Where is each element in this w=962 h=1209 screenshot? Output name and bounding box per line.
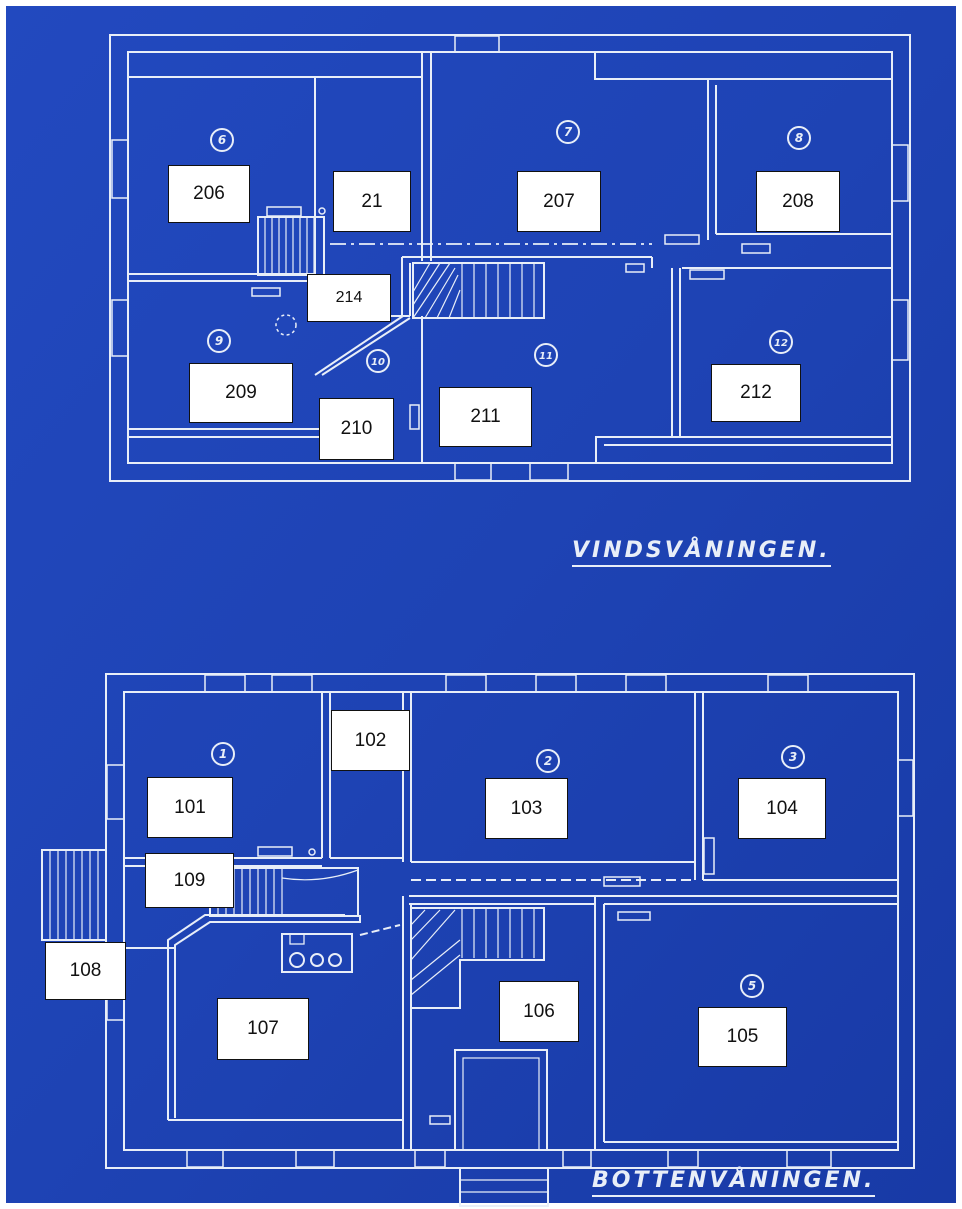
room-label-212: 212 — [711, 364, 801, 422]
room-label-108: 108 — [45, 942, 126, 1000]
room-number-8: 8 — [795, 131, 803, 145]
room-number-11: 11 — [539, 351, 553, 362]
room-label-105: 105 — [698, 1007, 787, 1067]
room-number-markers — [207, 120, 811, 998]
room-label-208: 208 — [756, 171, 840, 232]
room-number-12: 12 — [774, 338, 788, 349]
room-number-6: 6 — [218, 133, 226, 147]
room-label-103: 103 — [485, 778, 568, 839]
room-label-207: 207 — [517, 171, 601, 232]
room-marker-2 — [536, 749, 560, 773]
room-number-10: 10 — [371, 357, 385, 368]
room-label-107: 107 — [217, 998, 309, 1060]
room-label-102: 102 — [331, 710, 410, 771]
room-number-5: 5 — [748, 979, 756, 993]
room-marker-11 — [534, 343, 558, 367]
room-number-2: 2 — [544, 754, 552, 768]
room-label-106: 106 — [499, 981, 579, 1042]
room-marker-3 — [781, 745, 805, 769]
room-number-3: 3 — [789, 750, 797, 764]
room-label-21: 21 — [333, 171, 411, 232]
room-label-206: 206 — [168, 165, 250, 223]
room-number-9: 9 — [215, 334, 223, 348]
room-label-214: 214 — [307, 274, 391, 322]
room-marker-5 — [740, 974, 764, 998]
ground-floor-title: BOTTENVÅNINGEN. — [592, 1168, 876, 1197]
room-marker-1 — [211, 742, 235, 766]
room-label-109: 109 — [145, 853, 234, 908]
upper-floor-title: VINDSVÅNINGEN. — [572, 538, 831, 567]
room-number-7: 7 — [564, 125, 573, 139]
room-marker-12 — [769, 330, 793, 354]
room-number-1: 1 — [219, 747, 227, 761]
room-marker-8 — [787, 126, 811, 150]
room-label-211: 211 — [439, 387, 532, 447]
room-marker-6 — [210, 128, 234, 152]
upper-floor-plan — [109, 34, 911, 482]
room-marker-9 — [207, 329, 231, 353]
room-number-texts: 6 7 8 9 10 11 12 1 2 3 5 — [215, 125, 803, 993]
room-label-101: 101 — [147, 777, 233, 838]
room-label-210: 210 — [319, 398, 394, 460]
room-marker-7 — [556, 120, 580, 144]
room-marker-10 — [366, 349, 390, 373]
room-label-104: 104 — [738, 778, 826, 839]
room-label-209: 209 — [189, 363, 293, 423]
